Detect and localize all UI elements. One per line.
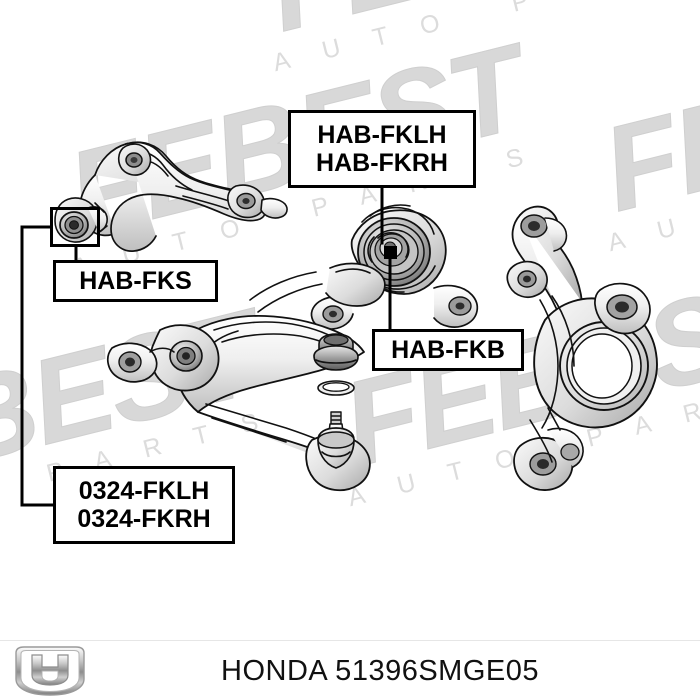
callout-line: 0324-FKRH: [77, 505, 211, 533]
callout-line: HAB-FKRH: [316, 149, 448, 177]
honda-logo-icon: [15, 646, 85, 696]
callout-0324-fklh-fkrh: 0324-FKLH 0324-FKRH: [53, 466, 235, 544]
callout-line: HAB-FKB: [391, 336, 505, 364]
steering-knuckle: [506, 205, 658, 491]
callout-line: HAB-FKLH: [317, 121, 447, 149]
ball-joint: [313, 333, 359, 469]
footer-bar: HONDA 51396SMGE05: [0, 640, 700, 700]
callout-line: HAB-FKS: [79, 267, 192, 295]
callout-hab-fks: HAB-FKS: [53, 260, 218, 302]
parts-drawing: [54, 141, 658, 492]
callout-line: 0324-FKLH: [78, 477, 210, 505]
callout-hab-fkb: HAB-FKB: [372, 329, 524, 371]
upper-control-arm: [54, 141, 288, 252]
highlight-box-upper-arm-bushing: [50, 207, 100, 247]
callout-hab-fklh-fkrh: HAB-FKLH HAB-FKRH: [288, 110, 476, 188]
honda-logo: [0, 641, 100, 700]
lower-control-arm: [106, 262, 386, 492]
footer-caption: HONDA 51396SMGE05: [221, 654, 539, 687]
